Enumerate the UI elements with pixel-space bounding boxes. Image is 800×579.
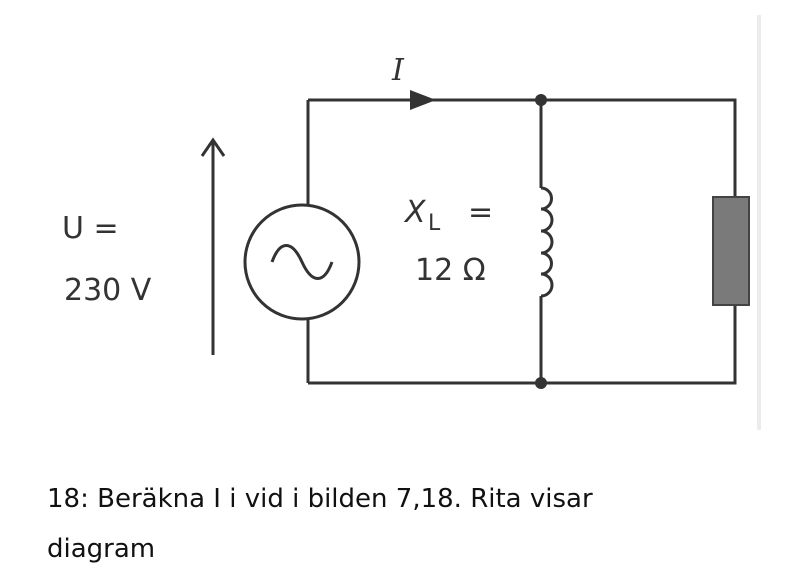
node-bottom	[535, 377, 547, 389]
reactance-equals: =	[468, 195, 493, 230]
voltage-label: U =	[62, 211, 119, 246]
caption: 18: Beräkna I i vid i bilden 7,18. Rita …	[47, 474, 767, 574]
inductor-coil-icon	[540, 186, 554, 298]
caption-line-1: 18: Beräkna I i vid i bilden 7,18. Rita …	[47, 484, 593, 514]
reactance-subscript: L	[428, 211, 441, 236]
reactance-label: X	[403, 195, 427, 230]
current-arrow-icon	[410, 90, 436, 110]
voltage-arrow	[200, 137, 226, 355]
ac-source-icon	[243, 203, 361, 321]
node-top	[535, 94, 547, 106]
reactance-value: 12 Ω	[415, 253, 486, 288]
current-label: I	[391, 53, 405, 88]
image-edge	[757, 15, 761, 430]
resistor-icon	[712, 196, 750, 306]
bottom-wire	[308, 305, 737, 385]
circuit-diagram: I U = 230 V X L = 12 Ω	[62, 53, 750, 389]
sine-wave-icon	[270, 244, 334, 280]
voltage-value: 230 V	[64, 273, 152, 308]
caption-line-2: diagram	[47, 534, 156, 564]
top-wire	[308, 98, 737, 197]
